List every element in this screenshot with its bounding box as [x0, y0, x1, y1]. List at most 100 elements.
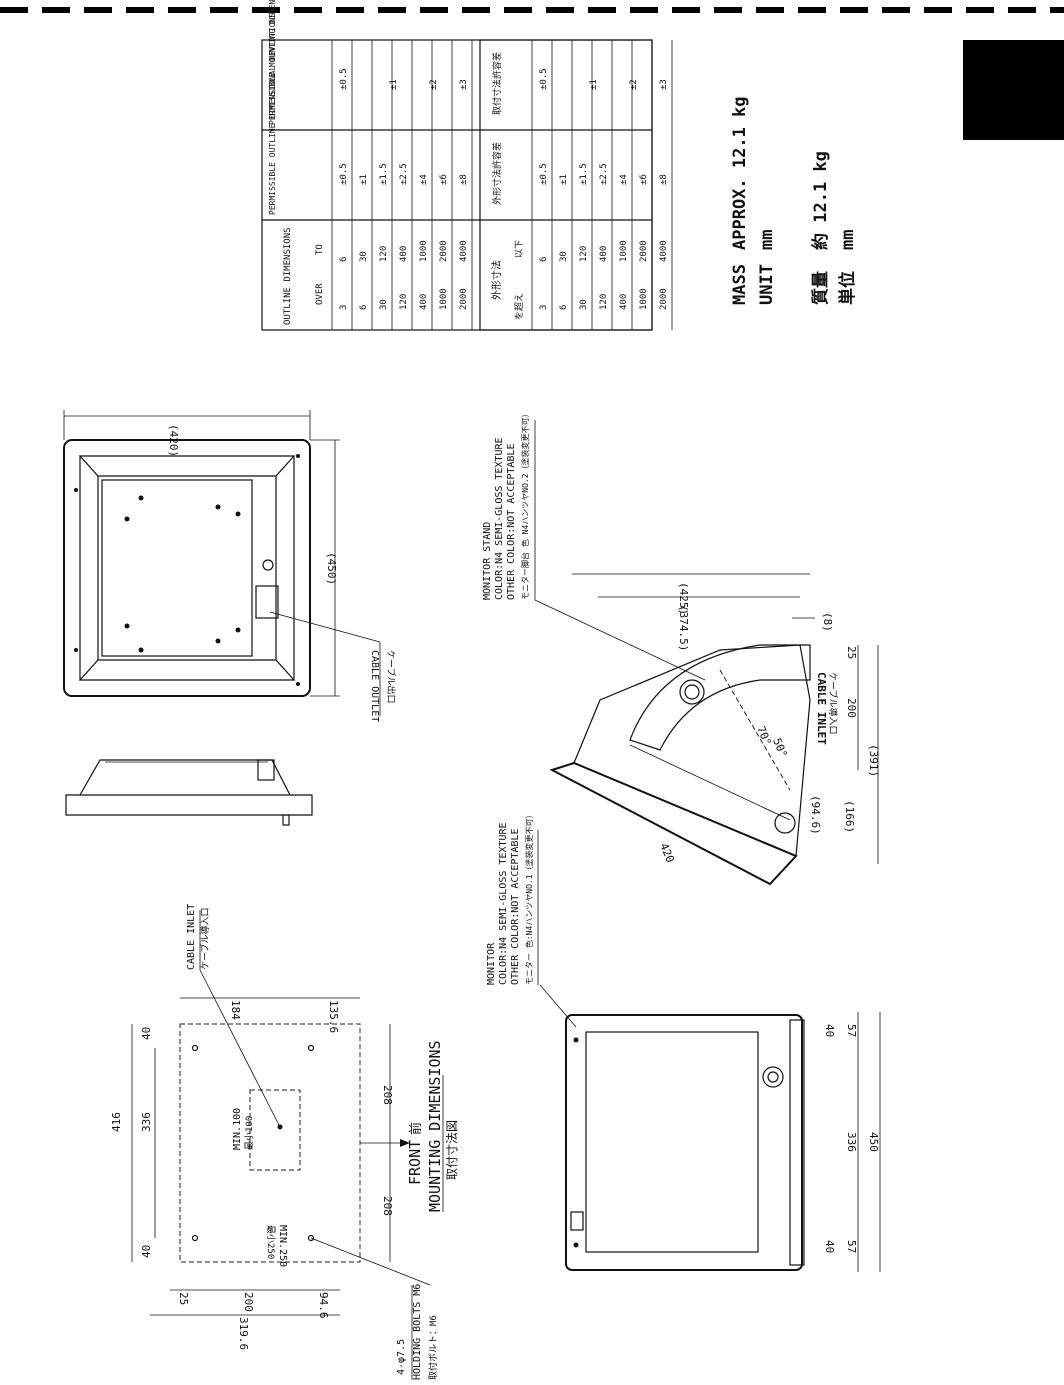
tolerance_table_en-to-1: 30 — [359, 251, 369, 262]
tolerance_table_jp-outline-1: ±1 — [559, 174, 569, 185]
mount-title: MOUNTING DIMENSIONS — [426, 1040, 444, 1212]
tolerance_table_en-to-6: 4000 — [459, 240, 469, 262]
mount-dim-208a: 208 — [381, 1085, 394, 1105]
side-dim-946: (94.6) — [809, 795, 822, 835]
en-h-outline: OUTLINE DIMENSIONS — [283, 227, 293, 325]
tolerance_table_en-to-0: 6 — [339, 257, 349, 262]
side-angle-50: 50° — [770, 736, 789, 759]
jp-table-headers: 外形寸法 を超え 以下 外形寸法許容差 取付寸法許容差 — [490, 52, 525, 320]
tolerance_table_jp-to-0: 6 — [539, 257, 549, 262]
tolerance_table_en-outline-3: ±2.5 — [399, 163, 409, 185]
stand-note-3: OTHER COLOR:NOT ACCEPTABLE — [506, 443, 517, 600]
tolerance_table_en-to-3: 400 — [399, 246, 409, 262]
tolerance_table_jp-mount-0: ±0.5 — [539, 68, 549, 90]
tolerance_table_jp-over-5: 1000 — [639, 288, 649, 310]
en-h-mount-dev: PERMISSIBLE MOUNTING DIMENSIONAL DEVIATI… — [268, 0, 277, 125]
rear-dim-420: (420) — [167, 424, 180, 457]
tolerance_table_jp-outline-4: ±4 — [619, 174, 629, 185]
rear-cable-outlet-jp: ケーブル出口 — [385, 650, 397, 703]
tolerance_table_jp-to-6: 4000 — [659, 240, 669, 262]
side-dim-391: (391) — [867, 744, 880, 777]
en-h-to: TO — [315, 244, 325, 255]
tolerance_table_jp-over-0: 3 — [539, 305, 549, 310]
mass-label: MASS — [730, 264, 750, 305]
side-cable-inlet: CABLE INLET — [815, 672, 828, 745]
mount-holding-bolts-jp: 取付ボルト：M6 — [428, 1315, 439, 1380]
tolerance_table_jp-over-3: 120 — [599, 294, 609, 310]
jp-h-over: を超え — [513, 293, 525, 320]
unit-value: mm — [757, 230, 777, 250]
tolerance_table_jp-over-6: 2000 — [659, 288, 669, 310]
tolerance_table_en-over-5: 1000 — [439, 288, 449, 310]
side-dim-3745: (374.5) — [677, 605, 690, 651]
tolerance_table_en-mount-3: ±3 — [459, 79, 469, 90]
monitor-note-3: OTHER COLOR:NOT ACCEPTABLE — [510, 828, 521, 985]
side-dim-200: 200 — [845, 698, 858, 718]
front-dim-57a: 57 — [845, 1024, 858, 1037]
mount-cable-inlet-jp: ケーブル導入口 — [199, 908, 211, 970]
side-dim-420: 420 — [657, 841, 676, 864]
tolerance_table_en-over-3: 120 — [399, 294, 409, 310]
mount-cable-inlet: CABLE INLET — [186, 904, 197, 970]
unit-value-jp: mm — [838, 230, 858, 250]
mounting-dimensions: 416 336 40 40 184 135.6 208 208 25 200 9… — [110, 904, 459, 1380]
tolerance_table_jp-to-3: 400 — [599, 246, 609, 262]
jp-h-outline: 外形寸法 — [490, 260, 503, 300]
tolerance_table_en-to-2: 120 — [379, 246, 389, 262]
en-h-over: OVER — [315, 283, 325, 305]
front-dim-40b: 40 — [823, 1240, 836, 1253]
tolerance_table_en-outline-2: ±1.5 — [379, 163, 389, 185]
tolerance_table_jp-mount-3: ±3 — [659, 79, 669, 90]
mount-dim-25: 25 — [177, 1292, 190, 1305]
mount-min100-jp: 最小100 — [244, 1116, 255, 1150]
mount-dim-416: 416 — [110, 1112, 123, 1132]
tolerance_table_jp-to-1: 30 — [559, 251, 569, 262]
tolerance_table_jp-outline-6: ±8 — [659, 174, 669, 185]
tolerance_table_jp-to-4: 1000 — [619, 240, 629, 262]
jp-h-to: 以下 — [515, 240, 525, 258]
tolerance_table_en-body: 36±0.5630±130120±1.5120400±2.54001000±41… — [331, 40, 473, 330]
tolerance_table_jp-to-2: 120 — [579, 246, 589, 262]
stand-note-2: COLOR:N4 SEMI-GLOSS TEXTURE — [494, 437, 505, 600]
mount-dim-40a: 40 — [140, 1027, 153, 1040]
front-view: MONITOR COLOR:N4 SEMI-GLOSS TEXTURE OTHE… — [486, 810, 881, 1272]
mount-dim-946: 94.6 — [317, 1292, 330, 1319]
side-cable-inlet-jp: ケーブル導入口 — [827, 672, 839, 734]
mass-label-jp: 質量 — [810, 271, 831, 305]
stand-note-1: MONITOR STAND — [482, 522, 493, 600]
rear-cable-outlet: CABLE OUTLET — [369, 650, 380, 722]
tolerance_table_jp-over-4: 400 — [619, 294, 629, 310]
tolerance_table_en-over-6: 2000 — [459, 288, 469, 310]
mount-front-jp: 前 — [408, 1122, 424, 1135]
side-angle-70: 70° — [754, 724, 773, 747]
tolerance_table_jp-body: 36±0.5630±130120±1.5120400±2.54001000±41… — [531, 40, 673, 330]
stand-note-jp: モニター脚台 色 N4ハンツヤNO.2（塗装変更不可） — [520, 409, 530, 600]
tolerance_table_jp-mount-1: ±1 — [589, 79, 599, 90]
tolerance_table_en-to-5: 2000 — [439, 240, 449, 262]
unit-label-jp: 単位 — [837, 271, 858, 305]
mount-front-label: FRONT — [406, 1140, 424, 1185]
tolerance_table_en-over-2: 30 — [379, 299, 389, 310]
mount-dim-200: 200 — [242, 1292, 255, 1312]
jp-h-outline-dev: 外形寸法許容差 — [491, 142, 503, 205]
tolerance_table_en-mount-1: ±1 — [389, 79, 399, 90]
mount-dim-208b: 208 — [381, 1196, 394, 1216]
tolerance_table_jp-to-5: 2000 — [639, 240, 649, 262]
tolerance_table_jp-outline-5: ±6 — [639, 174, 649, 185]
mount-title-jp: 取付寸法図 — [445, 1120, 459, 1180]
unit-label: UNIT — [757, 264, 777, 305]
en-table-headers: OUTLINE DIMENSIONS OVER TO PERMISSIBLE O… — [268, 0, 325, 325]
mount-dim-336: 336 — [140, 1112, 153, 1132]
monitor-note-1: MONITOR — [486, 942, 497, 985]
mount-holding-bolts: HOLDING BOLTS M6 — [412, 1284, 423, 1380]
mass-value: APPROX. 12.1 kg — [730, 96, 750, 250]
mount-min250-jp: 最小250 — [265, 1225, 276, 1259]
tolerance_table_en-over-0: 3 — [339, 305, 349, 310]
tolerance_table_en-over-4: 400 — [419, 294, 429, 310]
mount-hole-spec: 4-φ7.5 — [396, 1339, 407, 1375]
tolerance_table_en-outline-4: ±4 — [419, 174, 429, 185]
mass-value-jp: 約 12.1 kg — [810, 151, 831, 250]
tolerance_table_jp-over-1: 6 — [559, 305, 569, 310]
side-dim-425: (425) — [677, 582, 690, 615]
